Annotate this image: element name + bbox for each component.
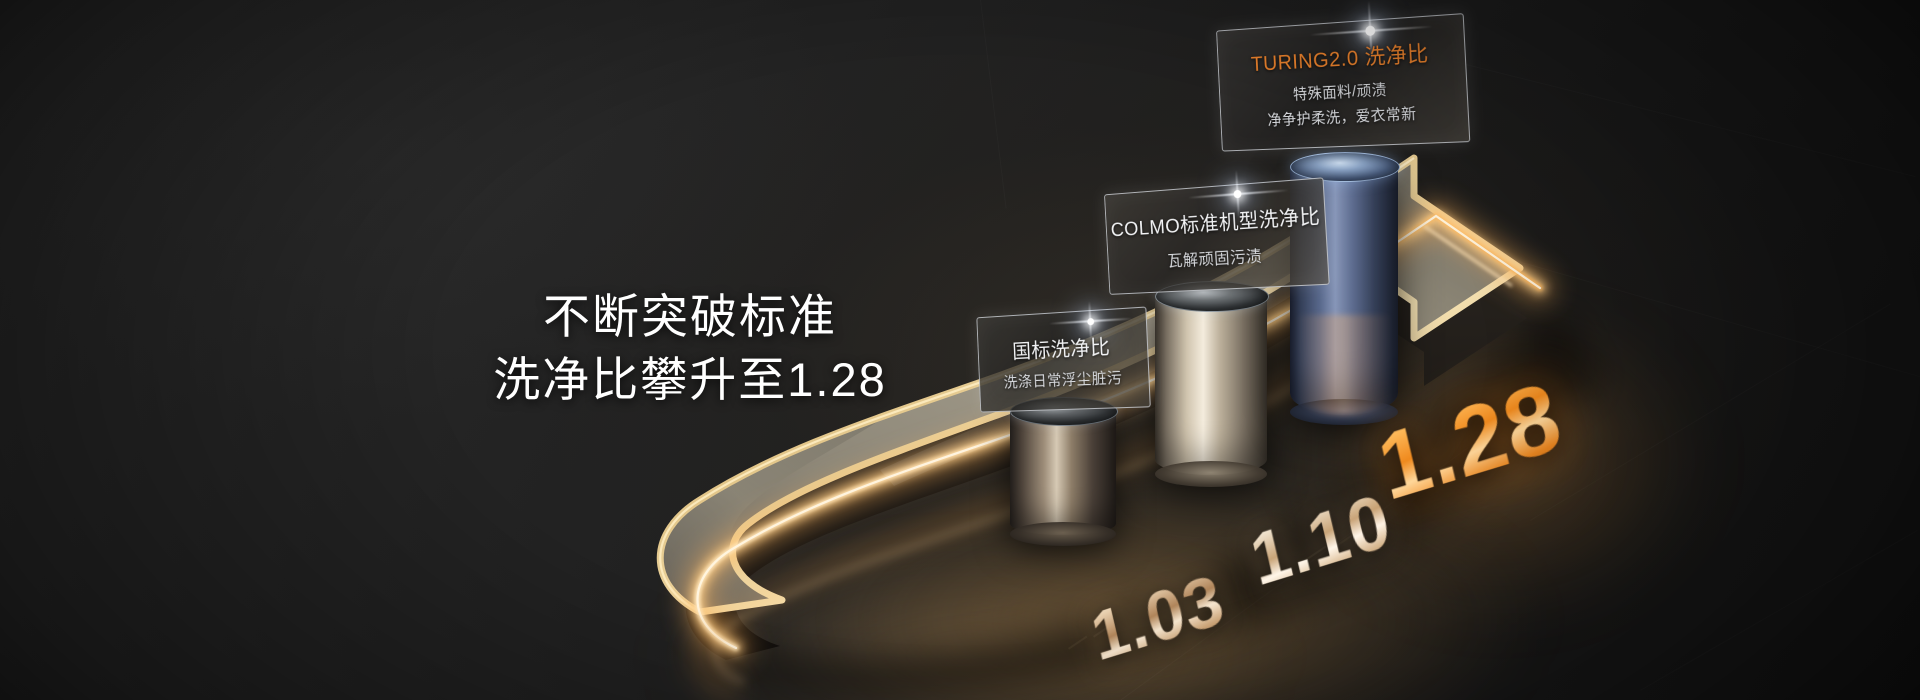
card-title-main: 洗净比 <box>1364 41 1430 69</box>
cylinder-water-top <box>1290 152 1400 182</box>
label-card-turing-20[interactable]: TURING2.0 洗净比 特殊面料/顽渍 净争护柔洗，爱衣常新 <box>1216 0 1471 152</box>
card-extra-line: 净争护柔洗，爱衣常新 <box>1267 104 1418 129</box>
card-text: 国标洗净比 洗涤日常浮尘脏污 <box>976 306 1150 412</box>
label-card-colmo-standard[interactable]: COLMO标准机型洗净比 瓦解顽固污渍 <box>1104 169 1330 295</box>
cylinder-body <box>1010 410 1116 535</box>
cylinder-warm-reflection <box>1296 315 1392 415</box>
headline-line-1: 不断突破标准 <box>543 290 837 343</box>
card-subtitle: 洗涤日常浮尘脏污 <box>1003 368 1123 391</box>
card-title: TURING2.0 洗净比 <box>1250 37 1429 78</box>
card-text: TURING2.0 洗净比 特殊面料/顽渍 净争护柔洗，爱衣常新 <box>1216 13 1470 151</box>
hero-headline: 不断突破标准 洗净比攀升至1.28 <box>430 286 950 412</box>
card-title-accent: TURING2.0 <box>1250 46 1360 76</box>
bar-cylinder-2 <box>1155 281 1269 487</box>
card-text: COLMO标准机型洗净比 瓦解顽固污渍 <box>1104 177 1330 295</box>
card-title: COLMO标准机型洗净比 <box>1110 205 1321 242</box>
cylinder-base-shade <box>1155 461 1267 487</box>
cylinder-base-shade <box>1010 522 1116 546</box>
bar-cylinder-1 <box>1010 397 1118 546</box>
label-card-gb-standard[interactable]: 国标洗净比 洗涤日常浮尘脏污 <box>976 300 1151 413</box>
card-subtitle: 特殊面料/顽渍 <box>1292 80 1388 103</box>
card-title: 国标洗净比 <box>1011 335 1111 363</box>
cylinder-body <box>1155 295 1267 475</box>
card-subtitle: 瓦解顽固污渍 <box>1167 248 1263 271</box>
headline-line-2: 洗净比攀升至1.28 <box>493 352 887 406</box>
